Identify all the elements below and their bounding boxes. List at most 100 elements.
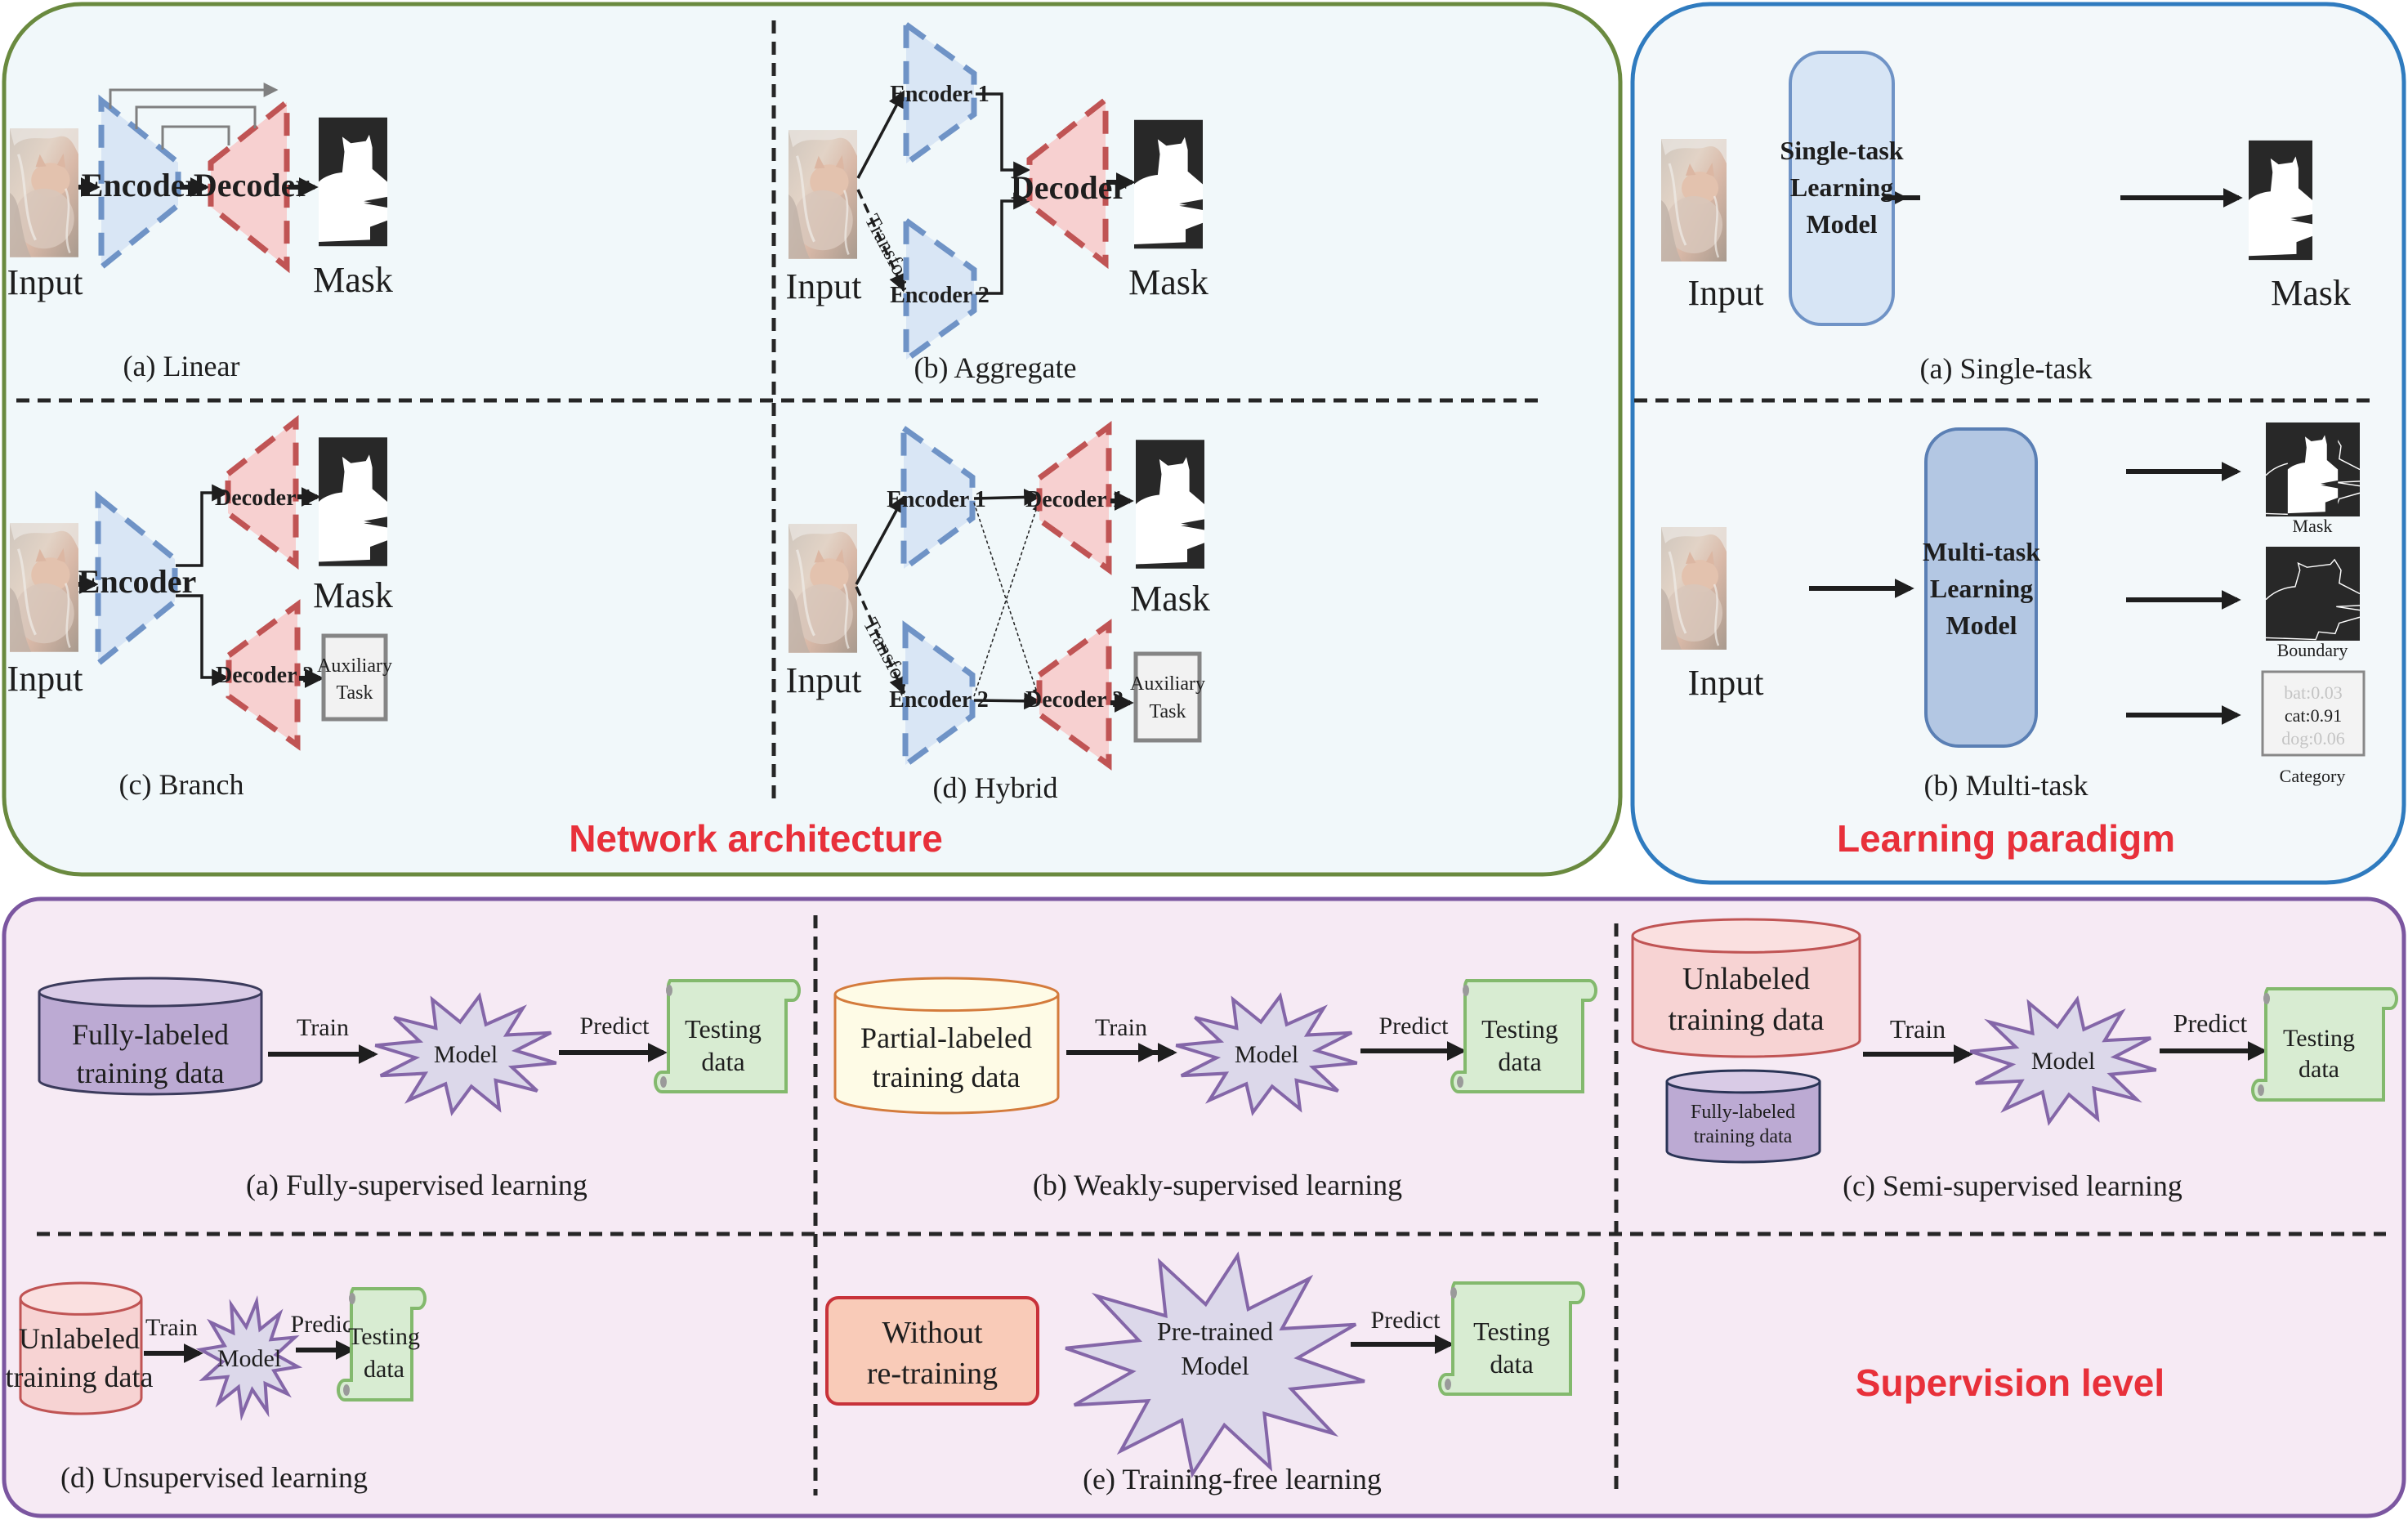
without-retraining-box — [825, 1296, 1039, 1406]
model-star — [1969, 995, 2157, 1126]
pretrained-model-star — [1065, 1251, 1365, 1478]
model-label: Model — [434, 1041, 498, 1068]
caption: (a) Linear — [123, 350, 240, 382]
encoder2-label: Encoder 2 — [890, 283, 990, 308]
box-line2: re-training — [867, 1357, 998, 1391]
encoder2-block — [902, 620, 976, 771]
model-label: Model — [2031, 1048, 2095, 1075]
input-label: Input — [786, 660, 862, 700]
decoder1-label: Decoder 1 — [215, 485, 313, 511]
model-label: Model — [217, 1345, 281, 1372]
data-line2: training data — [873, 1061, 1021, 1093]
input-image — [1661, 137, 1727, 263]
data-line2: training data — [1669, 1003, 1825, 1037]
encoder1-label: Encoder 1 — [890, 82, 990, 107]
model-label: Model — [1235, 1041, 1298, 1068]
fully-labeled-cylinder — [38, 977, 263, 1096]
test-line1: Testing — [1473, 1317, 1550, 1346]
encoder-block — [95, 490, 178, 670]
predict-label: Predict — [291, 1311, 361, 1338]
aux-line2: Task — [337, 682, 373, 704]
panel-title: Network architecture — [569, 817, 943, 860]
test-line2: data — [1498, 1047, 1541, 1076]
model-line3: Model — [1806, 209, 1877, 239]
encoder1-block — [900, 422, 976, 574]
caption: (a) Fully-supervised learning — [246, 1169, 587, 1201]
category-box — [2261, 670, 2366, 757]
test-line1: Testing — [1481, 1014, 1558, 1044]
data-line1: Partial-labeled — [860, 1022, 1032, 1054]
input-image — [1661, 525, 1727, 651]
decoder1-block — [1036, 421, 1112, 575]
test-line1: Testing — [348, 1323, 420, 1350]
category-score: dog:0.06 — [2281, 728, 2345, 749]
train-label: Train — [1890, 1014, 1946, 1044]
predict-label: Predict — [2173, 1008, 2248, 1038]
encoder1-label: Encoder 1 — [887, 487, 986, 512]
data2-line1: Fully-labeled — [1691, 1102, 1795, 1123]
arrow — [855, 495, 905, 585]
decoder1-block — [225, 414, 299, 570]
test-line1: Testing — [2283, 1025, 2355, 1052]
encoder2-label: Encoder 2 — [889, 687, 989, 713]
transform-arrow — [856, 189, 905, 292]
cross-arrow — [973, 502, 1040, 696]
encoder2-block — [903, 215, 977, 365]
mask-label: Mask — [2293, 516, 2333, 536]
test-line2: data — [364, 1356, 404, 1383]
mask-label: Mask — [1130, 579, 1210, 619]
decoder2-label: Decoder 2 — [216, 663, 314, 688]
mask-label: Mask — [313, 260, 393, 300]
test-line1: Testing — [685, 1014, 762, 1044]
transform-arrow — [855, 586, 905, 695]
input-image — [10, 127, 78, 258]
model-line2: Learning — [1790, 172, 1893, 202]
mask-label: Mask — [2271, 273, 2351, 313]
input-image — [789, 129, 857, 260]
decoder-block — [1026, 93, 1109, 270]
data-line2: training data — [77, 1057, 225, 1089]
learning-paradigm-panel: Input Single-task Learning Model Mask (a… — [1630, 2, 2406, 885]
subfig-training-free: Withoutre-trainingPre-trainedModelPredic… — [825, 1251, 1585, 1495]
boundary-label: Boundary — [2277, 640, 2348, 660]
cross-arrow — [973, 503, 1039, 697]
train-label: Train — [297, 1014, 349, 1041]
testing-data-scroll — [654, 979, 801, 1093]
testing-data-scroll — [1438, 1281, 1585, 1396]
input-image — [10, 522, 78, 653]
predict-label: Predict — [580, 1013, 650, 1039]
input-label: Input — [1688, 273, 1764, 313]
multi-task-model-box — [1924, 427, 2038, 748]
subfig-aggregate: Input Transform Encoder 1 Encoder 2 Deco… — [786, 19, 1208, 384]
category-score: bat:0.03 — [2284, 682, 2343, 703]
mask-label: Mask — [313, 575, 393, 615]
model-line2: Learning — [1930, 574, 2033, 603]
decoder2-block — [226, 599, 301, 751]
subfig-linear: Input Encoder Decoder Mask (a) Linear — [7, 83, 393, 382]
train-label: Train — [1095, 1014, 1147, 1041]
category-label: Category — [2280, 766, 2346, 786]
input-label: Input — [786, 266, 862, 306]
mask-image — [1136, 440, 1204, 569]
auxiliary-task-box — [1133, 651, 1202, 743]
test-line2: data — [2299, 1056, 2339, 1083]
aux-line2: Task — [1150, 701, 1186, 722]
caption: (e) Training-free learning — [1083, 1463, 1382, 1495]
decoder-block — [208, 96, 290, 274]
encoder-label: Encoder — [78, 563, 196, 600]
test-line2: data — [1490, 1349, 1533, 1379]
auxiliary-task-box — [321, 633, 388, 722]
mask-image — [319, 117, 387, 247]
subfig-branch: Input Encoder Decoder 1 Decoder 2 Mask A… — [7, 414, 393, 801]
partial-labeled-cylinder — [833, 977, 1060, 1115]
caption: (c) Semi-supervised learning — [1843, 1169, 2182, 1202]
data-line1: Unlabeled — [19, 1322, 140, 1355]
model-star — [1175, 992, 1358, 1116]
arrow — [976, 92, 1031, 179]
box-line1: Without — [882, 1316, 982, 1350]
caption: (d) Unsupervised learning — [60, 1461, 368, 1494]
caption: (b) Aggregate — [914, 351, 1077, 384]
model-line2: Model — [1181, 1351, 1249, 1380]
unlabeled-cylinder — [19, 1281, 143, 1415]
single-task-model-box — [1789, 51, 1895, 326]
